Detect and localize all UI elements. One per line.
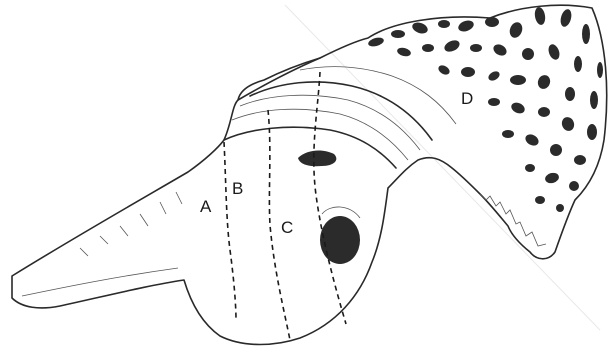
shaft-hatching bbox=[80, 192, 182, 256]
cap-band-inner bbox=[250, 82, 432, 140]
large-foramen bbox=[320, 216, 360, 264]
bone-outline bbox=[12, 5, 607, 344]
zone-boundary-a-b bbox=[224, 142, 236, 320]
region-label-d: D bbox=[461, 89, 473, 108]
shaft-lower-edge bbox=[22, 268, 178, 296]
small-foramen bbox=[298, 151, 336, 167]
region-label-c: C bbox=[281, 218, 293, 237]
region-label-a: A bbox=[200, 197, 212, 216]
zone-boundary-c-d bbox=[314, 72, 346, 324]
region-label-b: B bbox=[232, 179, 243, 198]
